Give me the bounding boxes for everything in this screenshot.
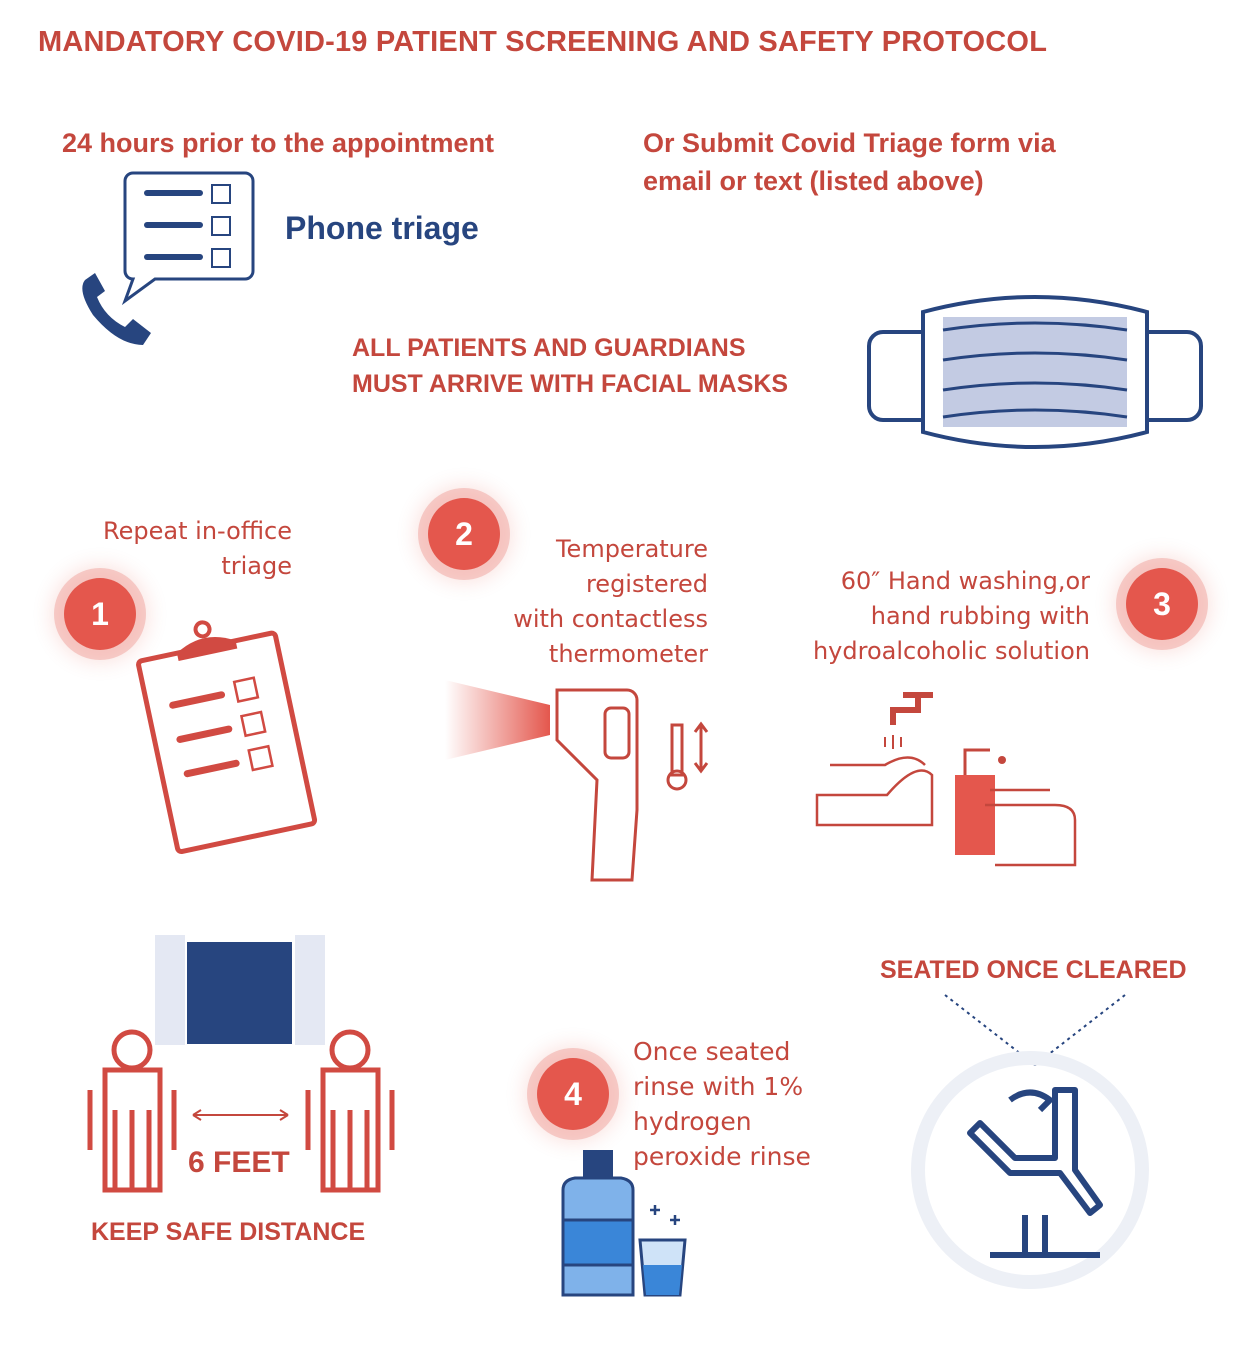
alternative-line: Or Submit Covid Triage form via — [643, 128, 1056, 158]
step-line: hydroalcoholic solution — [812, 637, 1090, 665]
distance-scene-icon — [87, 935, 395, 1193]
step-line: thermometer — [548, 640, 708, 668]
seated-label: SEATED ONCE CLEARED — [880, 956, 1187, 984]
step-1-badge: 1 — [64, 578, 136, 650]
phone-triage-icon — [82, 171, 255, 345]
alternative-text: Or Submit Covid Triage form via email or… — [643, 124, 1056, 200]
distance-label: KEEP SAFE DISTANCE — [91, 1218, 366, 1246]
alternative-line: email or text (listed above) — [643, 166, 984, 196]
clipboard-icon — [136, 620, 318, 855]
distance-value: 6 FEET — [188, 1146, 290, 1179]
step-2-text: Temperature registered with contactless … — [470, 532, 708, 672]
step-3-text: 60″ Hand washing,or hand rubbing with hy… — [780, 564, 1090, 669]
mask-line: MUST ARRIVE WITH FACIAL MASKS — [352, 370, 789, 398]
step-line: 60″ Hand washing,or — [840, 567, 1090, 595]
phone-triage-label: Phone triage — [285, 210, 479, 246]
dental-chair-icon — [911, 994, 1149, 1289]
mask-requirement: ALL PATIENTS AND GUARDIANS MUST ARRIVE W… — [352, 330, 788, 402]
hand-washing-icon — [815, 692, 1077, 867]
step-2-badge: 2 — [428, 498, 500, 570]
step-line: hydrogen — [633, 1107, 752, 1136]
step-line: triage — [221, 552, 292, 580]
mask-line: ALL PATIENTS AND GUARDIANS — [352, 334, 746, 362]
step-line: registered — [585, 570, 708, 598]
page-title: MANDATORY COVID-19 PATIENT SCREENING AND… — [38, 26, 1048, 58]
step-line: peroxide rinse — [633, 1142, 811, 1171]
step-line: with contactless — [513, 605, 708, 633]
step-3-badge: 3 — [1126, 568, 1198, 640]
mouthwash-icon — [561, 1150, 687, 1297]
face-mask-icon — [867, 295, 1203, 449]
step-line: Once seated — [633, 1037, 791, 1066]
step-line: hand rubbing with — [870, 602, 1090, 630]
step-line: Temperature — [555, 535, 708, 563]
step-1-text: Repeat in-office triage — [40, 514, 292, 584]
step-line: Repeat in-office — [103, 517, 292, 545]
thermometer-gun-icon — [445, 680, 709, 882]
step-4-badge: 4 — [537, 1058, 609, 1130]
phone-timing: 24 hours prior to the appointment — [62, 128, 495, 158]
step-4-text: Once seated rinse with 1% hydrogen perox… — [633, 1034, 811, 1174]
step-line: rinse with 1% — [633, 1072, 804, 1101]
